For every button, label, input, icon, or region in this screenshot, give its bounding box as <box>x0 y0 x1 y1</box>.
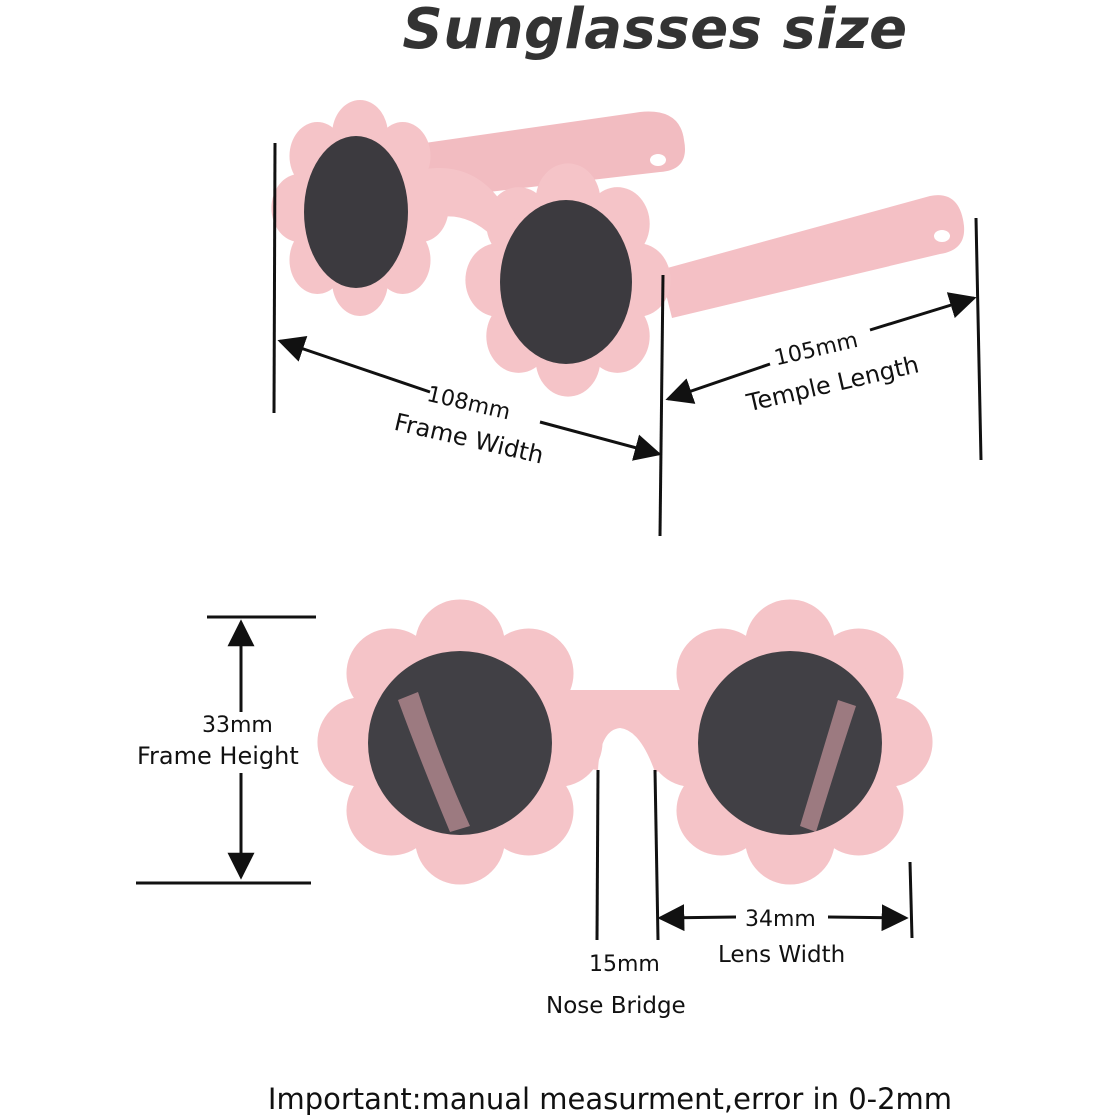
bridge <box>420 168 500 236</box>
left-lens <box>304 136 408 288</box>
frame-width-arrow-right <box>539 420 662 461</box>
frame-width-extension-right <box>658 274 665 537</box>
lens-reflection-right <box>800 700 856 832</box>
lens-width-extension-right <box>908 861 914 939</box>
sunglasses-front-view <box>317 599 933 885</box>
lens-width-arrow-left <box>657 904 737 932</box>
frame-height-label: Frame Height <box>137 742 299 770</box>
temple-hole <box>934 230 950 242</box>
nose-bridge-extension-left <box>595 769 600 941</box>
nose-bridge-value: 15mm <box>589 952 660 977</box>
temple-length-extension-right <box>974 217 983 461</box>
frame-height-dimension <box>136 615 316 885</box>
front-right-lens <box>698 651 882 835</box>
front-temple-arm <box>660 195 965 318</box>
temple-length-dimension <box>665 217 983 461</box>
temple-hole <box>650 154 666 166</box>
lens-reflection-left <box>398 692 470 832</box>
lens-width-dimension <box>657 861 914 939</box>
nose-bridge-dimension <box>595 769 660 941</box>
sunglasses-side-view <box>271 100 965 397</box>
lens-width-arrow-right <box>827 904 909 932</box>
temple-length-arrow-right <box>869 292 977 332</box>
temple-length-arrow-left <box>665 362 771 404</box>
frame-width-extension-left <box>272 142 277 414</box>
frame-width-dimension <box>272 142 665 537</box>
right-lens <box>500 200 632 364</box>
nose-bridge-label: Nose Bridge <box>546 993 686 1019</box>
nose-bridge-extension-right <box>653 769 660 941</box>
lens-width-label: Lens Width <box>718 942 846 968</box>
lens-width-value: 34mm <box>745 907 816 932</box>
page-title: Sunglasses size <box>402 0 908 62</box>
measurement-note: Important:manual measurment,error in 0-2… <box>267 1082 953 1116</box>
frame-height-value: 33mm <box>202 713 273 738</box>
frame-width-arrow-left <box>277 336 431 394</box>
